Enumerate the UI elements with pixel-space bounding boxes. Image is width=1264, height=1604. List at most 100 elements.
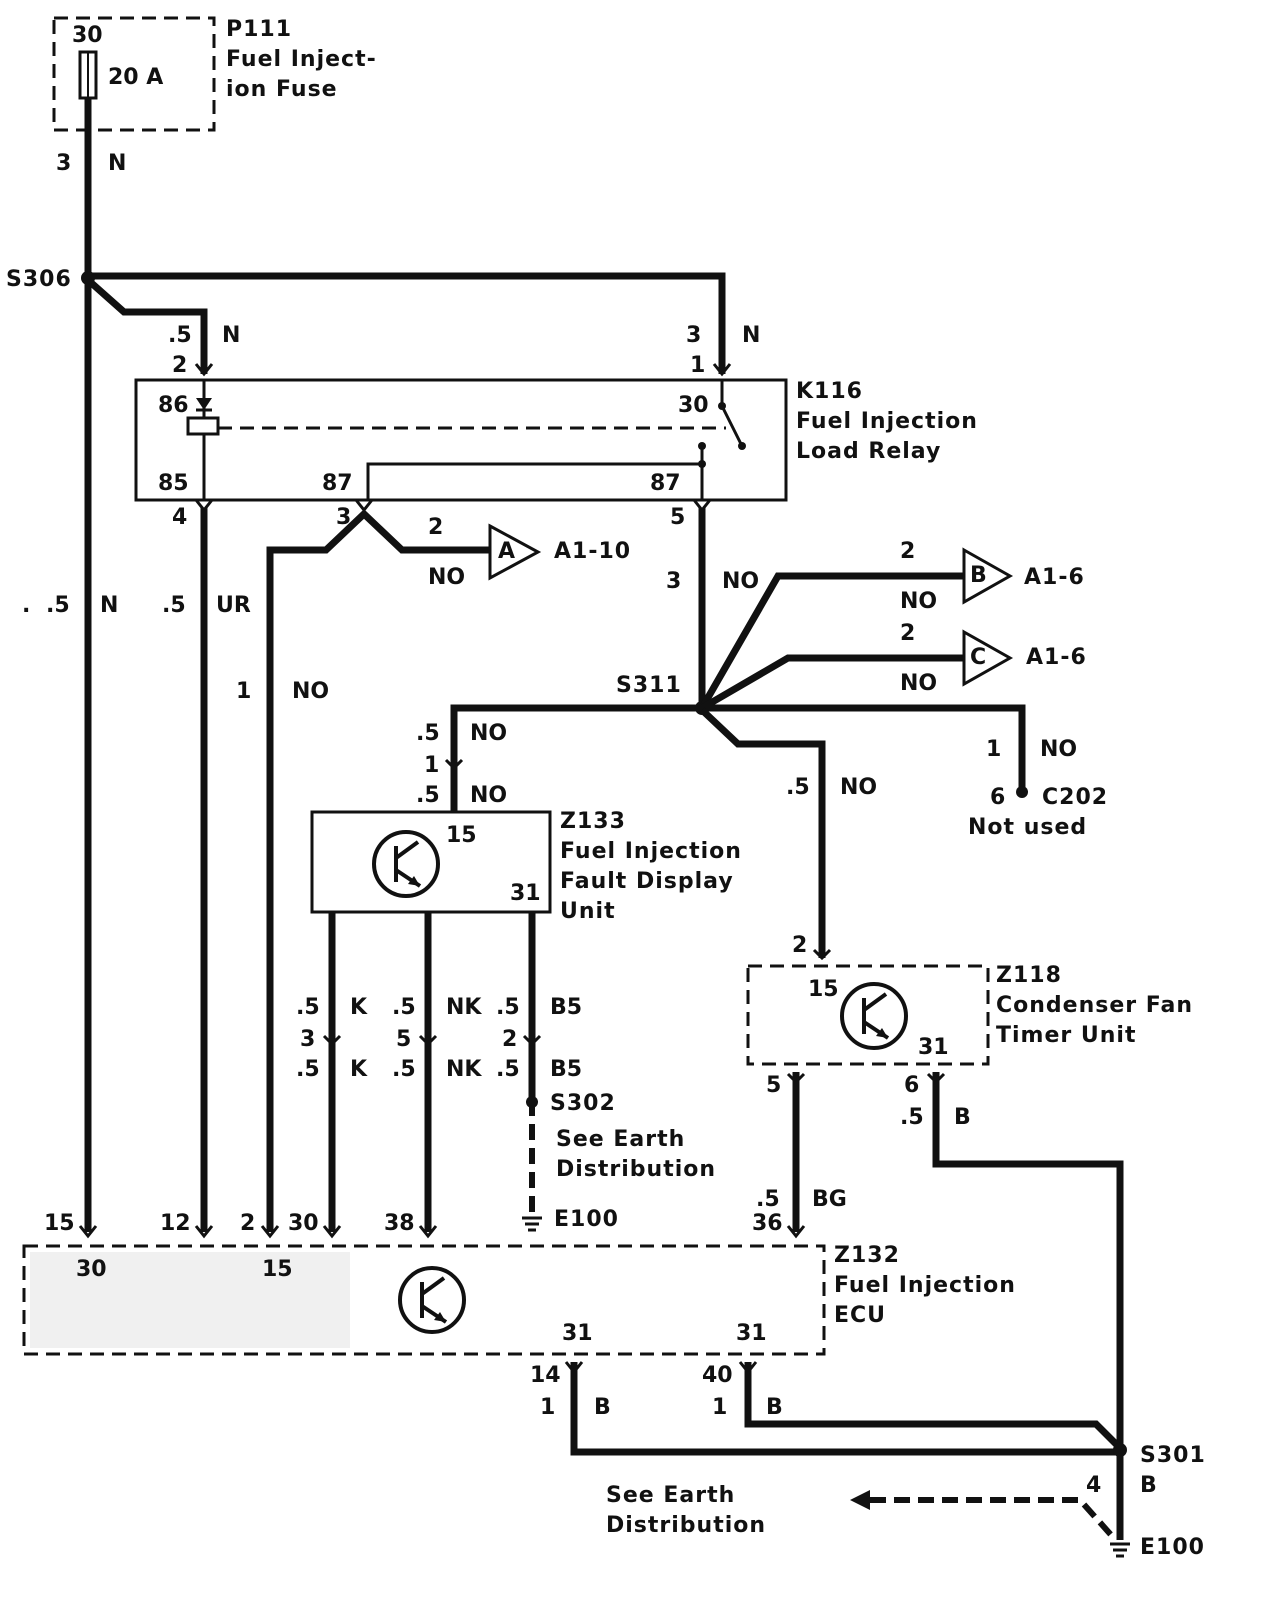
pin-label: 1 [986, 737, 1001, 762]
wire-size-label: .5 [416, 783, 440, 808]
wire-size-label: .5 [496, 995, 520, 1020]
pin-label: 1 [424, 753, 439, 778]
wire-size-label: .5 [392, 1057, 416, 1082]
ecu-pin-label: 38 [384, 1211, 415, 1236]
pin-label: 40 [702, 1363, 733, 1388]
z133-name-line2: Fault Display [560, 869, 734, 894]
wire-size-label: .5 [392, 995, 416, 1020]
wire-s311-to-c202 [702, 704, 1026, 790]
pin-label: 2 [900, 539, 915, 564]
z118-name-line1: Condenser Fan [996, 993, 1193, 1018]
relay-pin-87b: 87 [650, 471, 681, 496]
connector-c-flag-icon [962, 629, 1014, 687]
ground-e100-top-label: E100 [554, 1207, 619, 1232]
wire-size-label: .5 [756, 1187, 780, 1212]
wire-color-label: NK [446, 995, 482, 1020]
connector-a-label: A1-10 [554, 539, 631, 564]
fuse-p111: 30 20 A P111 Fuel Inject- ion Fuse [52, 16, 376, 132]
ground-e100-top-icon [522, 1216, 542, 1232]
z118-pin-15: 15 [808, 977, 839, 1002]
arrow-icon [850, 1490, 870, 1510]
connector-a-flag-icon [488, 523, 542, 581]
wire-color-label: NO [900, 671, 937, 696]
pin-label: 6 [904, 1073, 919, 1098]
wire-size-label: .5 [46, 593, 70, 618]
wire-color-label: K [350, 995, 368, 1020]
wire-color-label: B [1140, 1473, 1157, 1498]
connector-b-label: A1-6 [1024, 565, 1085, 590]
wire-color-label: N [100, 593, 118, 618]
see-earth-line1: See Earth [556, 1127, 685, 1152]
ecu-pin-label: 30 [288, 1211, 319, 1236]
splice-s301-label: S301 [1140, 1443, 1206, 1468]
transistor-icon [840, 982, 908, 1050]
splice-s302 [526, 1096, 538, 1108]
module-z132: 30 15 31 31 Z132 Fuel Injection ECU [22, 1243, 1016, 1356]
ground-e100-bottom-label: E100 [1140, 1535, 1205, 1560]
pin-label: 5 [670, 505, 685, 530]
wire-color-label: B5 [550, 995, 582, 1020]
module-z133: 15 31 Z133 Fuel Injection Fault Display … [310, 809, 742, 924]
fuse-rating: 20 A [108, 65, 163, 90]
wire-size-label: .5 [296, 995, 320, 1020]
wire-size-label: .5 [900, 1105, 924, 1130]
ecu-name-line1: Fuel Injection [834, 1273, 1016, 1298]
ecu-name-line2: ECU [834, 1303, 886, 1328]
pin-label: 14 [530, 1363, 561, 1388]
splice-s311-label: S311 [616, 673, 682, 698]
wire-color-label: NO [292, 679, 329, 704]
z133-pin-15: 15 [446, 823, 477, 848]
connector-c-label: A1-6 [1026, 645, 1087, 670]
wire-ecu-14-to-s301 [570, 1362, 1120, 1456]
wire-color-label: NO [470, 783, 507, 808]
wire-color-label: N [222, 323, 240, 348]
pin-label: 6 [990, 785, 1005, 810]
ecu-pin-30: 30 [76, 1257, 107, 1282]
z133-name-line3: Unit [560, 899, 616, 924]
wire-size-label: 3 [686, 323, 701, 348]
z133-name-line1: Fuel Injection [560, 839, 742, 864]
wire-size-label: 1 [540, 1395, 555, 1420]
wire-s311-to-c [700, 654, 964, 712]
connector-marks [78, 363, 946, 1375]
wire-s306-to-relay-30 [88, 272, 726, 374]
relay-pin-85: 85 [158, 471, 189, 496]
wire-color-label: NK [446, 1057, 482, 1082]
ecu-pin-31b: 31 [736, 1321, 767, 1346]
wire-color-label: B [594, 1395, 611, 1420]
wire-size-label: .5 [296, 1057, 320, 1082]
connector-a-letter: A [498, 539, 515, 564]
wire-size-label: 4 [1086, 1473, 1101, 1498]
wire-color-label: N [108, 151, 126, 176]
ecu-id: Z132 [834, 1243, 900, 1268]
pin-label: 5 [396, 1027, 411, 1052]
wire-color-label: UR [216, 593, 251, 618]
ecu-pin-label: 12 [160, 1211, 191, 1236]
wire-size-label: .5 [786, 775, 810, 800]
relay-name-line1: Fuel Injection [796, 409, 978, 434]
splice-s302-label: S302 [550, 1091, 616, 1116]
connector-c202-id: C202 [1042, 785, 1108, 810]
wire-size-label: 3 [666, 569, 681, 594]
connector-a: A A1-10 [488, 523, 631, 581]
transistor-icon [398, 1266, 466, 1334]
relay-enclosure [134, 378, 788, 502]
wire-color-label: NO [840, 775, 877, 800]
pin-label: 2 [792, 933, 807, 958]
wire-relay-87a [266, 509, 490, 1232]
pin-label: 3 [300, 1027, 315, 1052]
wire-color-label: B [766, 1395, 783, 1420]
wire-size-label: .5 [168, 323, 192, 348]
connector-b-flag-icon [962, 547, 1014, 605]
wire-color-label: NO [722, 569, 759, 594]
ecu-pin-label: 36 [752, 1211, 783, 1236]
wire-ecu-40-to-s301 [744, 1362, 1123, 1451]
wire-color-label: B [954, 1105, 971, 1130]
connector-c: C A1-6 [962, 629, 1087, 687]
wire-earth-distribution [870, 1497, 1115, 1538]
z118-name-line2: Timer Unit [996, 1023, 1137, 1048]
relay-id: K116 [796, 379, 863, 404]
z133-id: Z133 [560, 809, 626, 834]
splice-s306-label: S306 [6, 267, 72, 292]
wire-s311-to-z118 [699, 707, 826, 958]
